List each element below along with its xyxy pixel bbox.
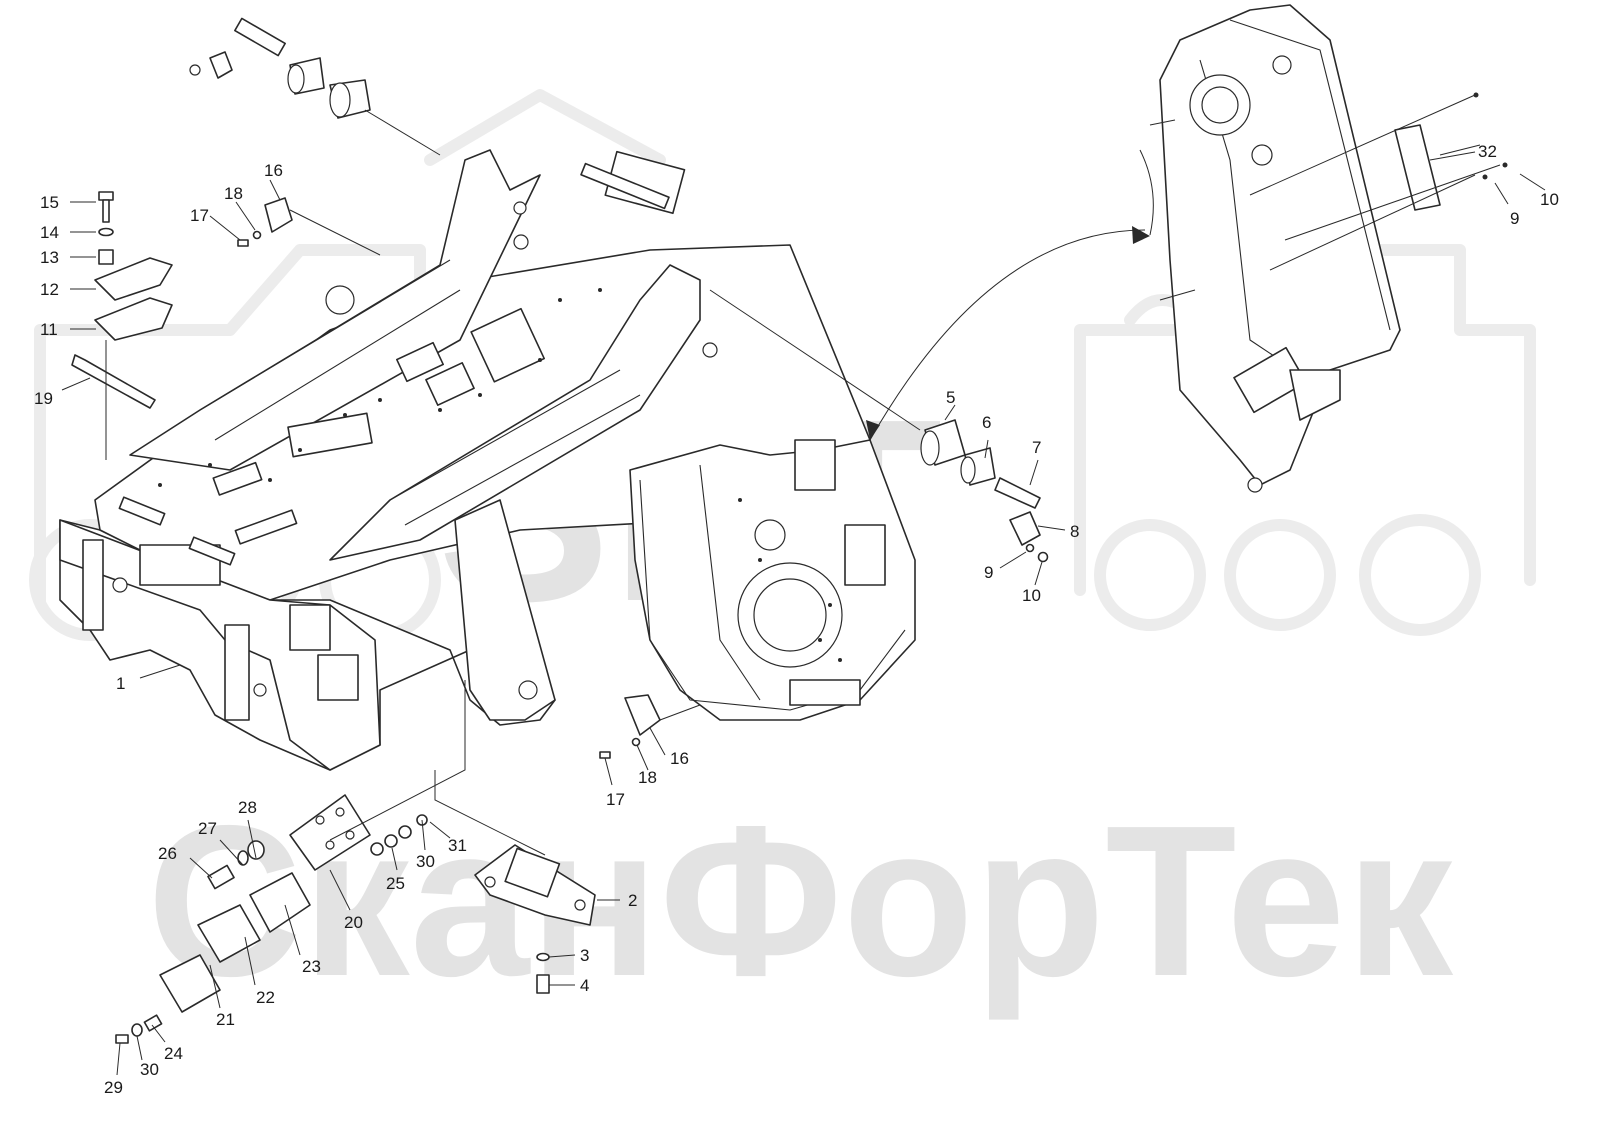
callout-32: 32 <box>1478 142 1497 161</box>
callout-18-bottom: 18 <box>638 768 657 787</box>
callout-16-bottom: 16 <box>670 749 689 768</box>
callout-19: 19 <box>34 389 53 408</box>
callout-16-top: 16 <box>264 161 283 180</box>
callout-25: 25 <box>386 874 405 893</box>
drawbar-bracket <box>474 844 596 994</box>
callout-12: 12 <box>40 280 59 299</box>
main-frame <box>59 149 916 771</box>
callout-22: 22 <box>256 988 275 1007</box>
callout-31: 31 <box>448 836 467 855</box>
callout-20: 20 <box>344 913 363 932</box>
inset-arrow-curve <box>869 229 1146 441</box>
bottom-cover-plate <box>599 694 701 759</box>
callout-15: 15 <box>40 193 59 212</box>
callout-23: 23 <box>302 957 321 976</box>
callout-24: 24 <box>164 1044 183 1063</box>
hitch-assembly <box>115 680 546 1044</box>
left-bolt-stack <box>71 191 173 460</box>
callout-9-inset: 9 <box>1510 209 1519 228</box>
arrow-head-2 <box>866 420 880 440</box>
callout-3: 3 <box>580 946 589 965</box>
callout-28: 28 <box>238 798 257 817</box>
callout-26: 26 <box>158 844 177 863</box>
callout-11: 11 <box>40 320 58 339</box>
callout-21: 21 <box>216 1010 235 1029</box>
callout-labels: 1 2 3 4 5 6 7 8 9 10 11 12 13 14 15 16 1… <box>34 142 1559 1097</box>
callout-17-top: 17 <box>190 206 209 225</box>
callout-14: 14 <box>40 223 59 242</box>
inset-rear-frame <box>1149 4 1508 493</box>
callout-4: 4 <box>580 976 589 995</box>
arrow-head <box>1132 226 1150 244</box>
right-pin-assembly <box>709 289 1049 563</box>
callout-7: 7 <box>1032 438 1041 457</box>
callout-8: 8 <box>1070 522 1079 541</box>
callout-2: 2 <box>628 891 637 910</box>
top-cover-plate <box>237 197 381 256</box>
callout-leaders <box>61 151 1546 1076</box>
deck-bolt-holes <box>158 288 842 662</box>
callout-18-top: 18 <box>224 184 243 203</box>
inset-arrow-curve-2 <box>1139 149 1154 236</box>
callout-10-right: 10 <box>1022 586 1041 605</box>
callout-27: 27 <box>198 819 217 838</box>
callout-30-right: 30 <box>416 852 435 871</box>
top-pin-assembly <box>189 17 441 156</box>
callout-30-left: 30 <box>140 1060 159 1079</box>
callout-17-bottom: 17 <box>606 790 625 809</box>
callout-9-right: 9 <box>984 563 993 582</box>
watermark-brand: СканФорТек <box>147 780 1454 1021</box>
callout-1: 1 <box>116 674 125 693</box>
callout-5: 5 <box>946 388 955 407</box>
callout-29: 29 <box>104 1078 123 1097</box>
callout-6: 6 <box>982 413 991 432</box>
callout-13: 13 <box>40 248 59 267</box>
callout-10-inset: 10 <box>1540 190 1559 209</box>
